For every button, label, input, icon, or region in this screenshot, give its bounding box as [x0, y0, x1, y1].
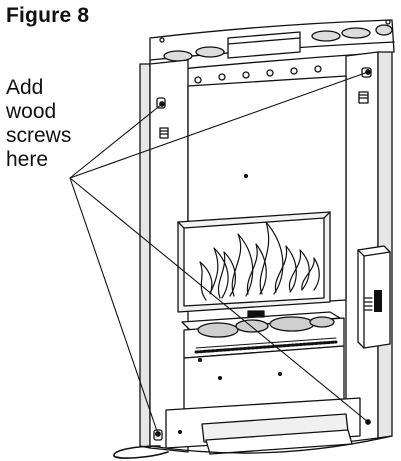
power-cord: [113, 445, 169, 459]
side-electrical-box: [357, 245, 391, 349]
callout-line-2: wood: [6, 100, 57, 123]
callout-line-4: here: [6, 148, 49, 171]
leader-line-bottom-right: [69, 177, 369, 423]
bottom-hearth: [149, 397, 393, 455]
figure-title: Figure 8: [6, 4, 90, 27]
callout-line-1: Add: [6, 76, 44, 99]
callout-line-3: screws: [6, 124, 72, 147]
leader-line-bottom-left: [69, 177, 159, 435]
log-burner-tray: [181, 310, 345, 359]
leader-line-top-right: [69, 71, 369, 179]
left-side-column: [139, 59, 189, 453]
callout-label: Add wood screws here: [6, 76, 71, 172]
flame-artwork: [199, 221, 320, 301]
top-header-cap: [149, 19, 395, 73]
header-eyelets: [194, 65, 322, 84]
callout-leader-lines: [69, 71, 369, 435]
leader-line-top-left: [69, 103, 163, 179]
